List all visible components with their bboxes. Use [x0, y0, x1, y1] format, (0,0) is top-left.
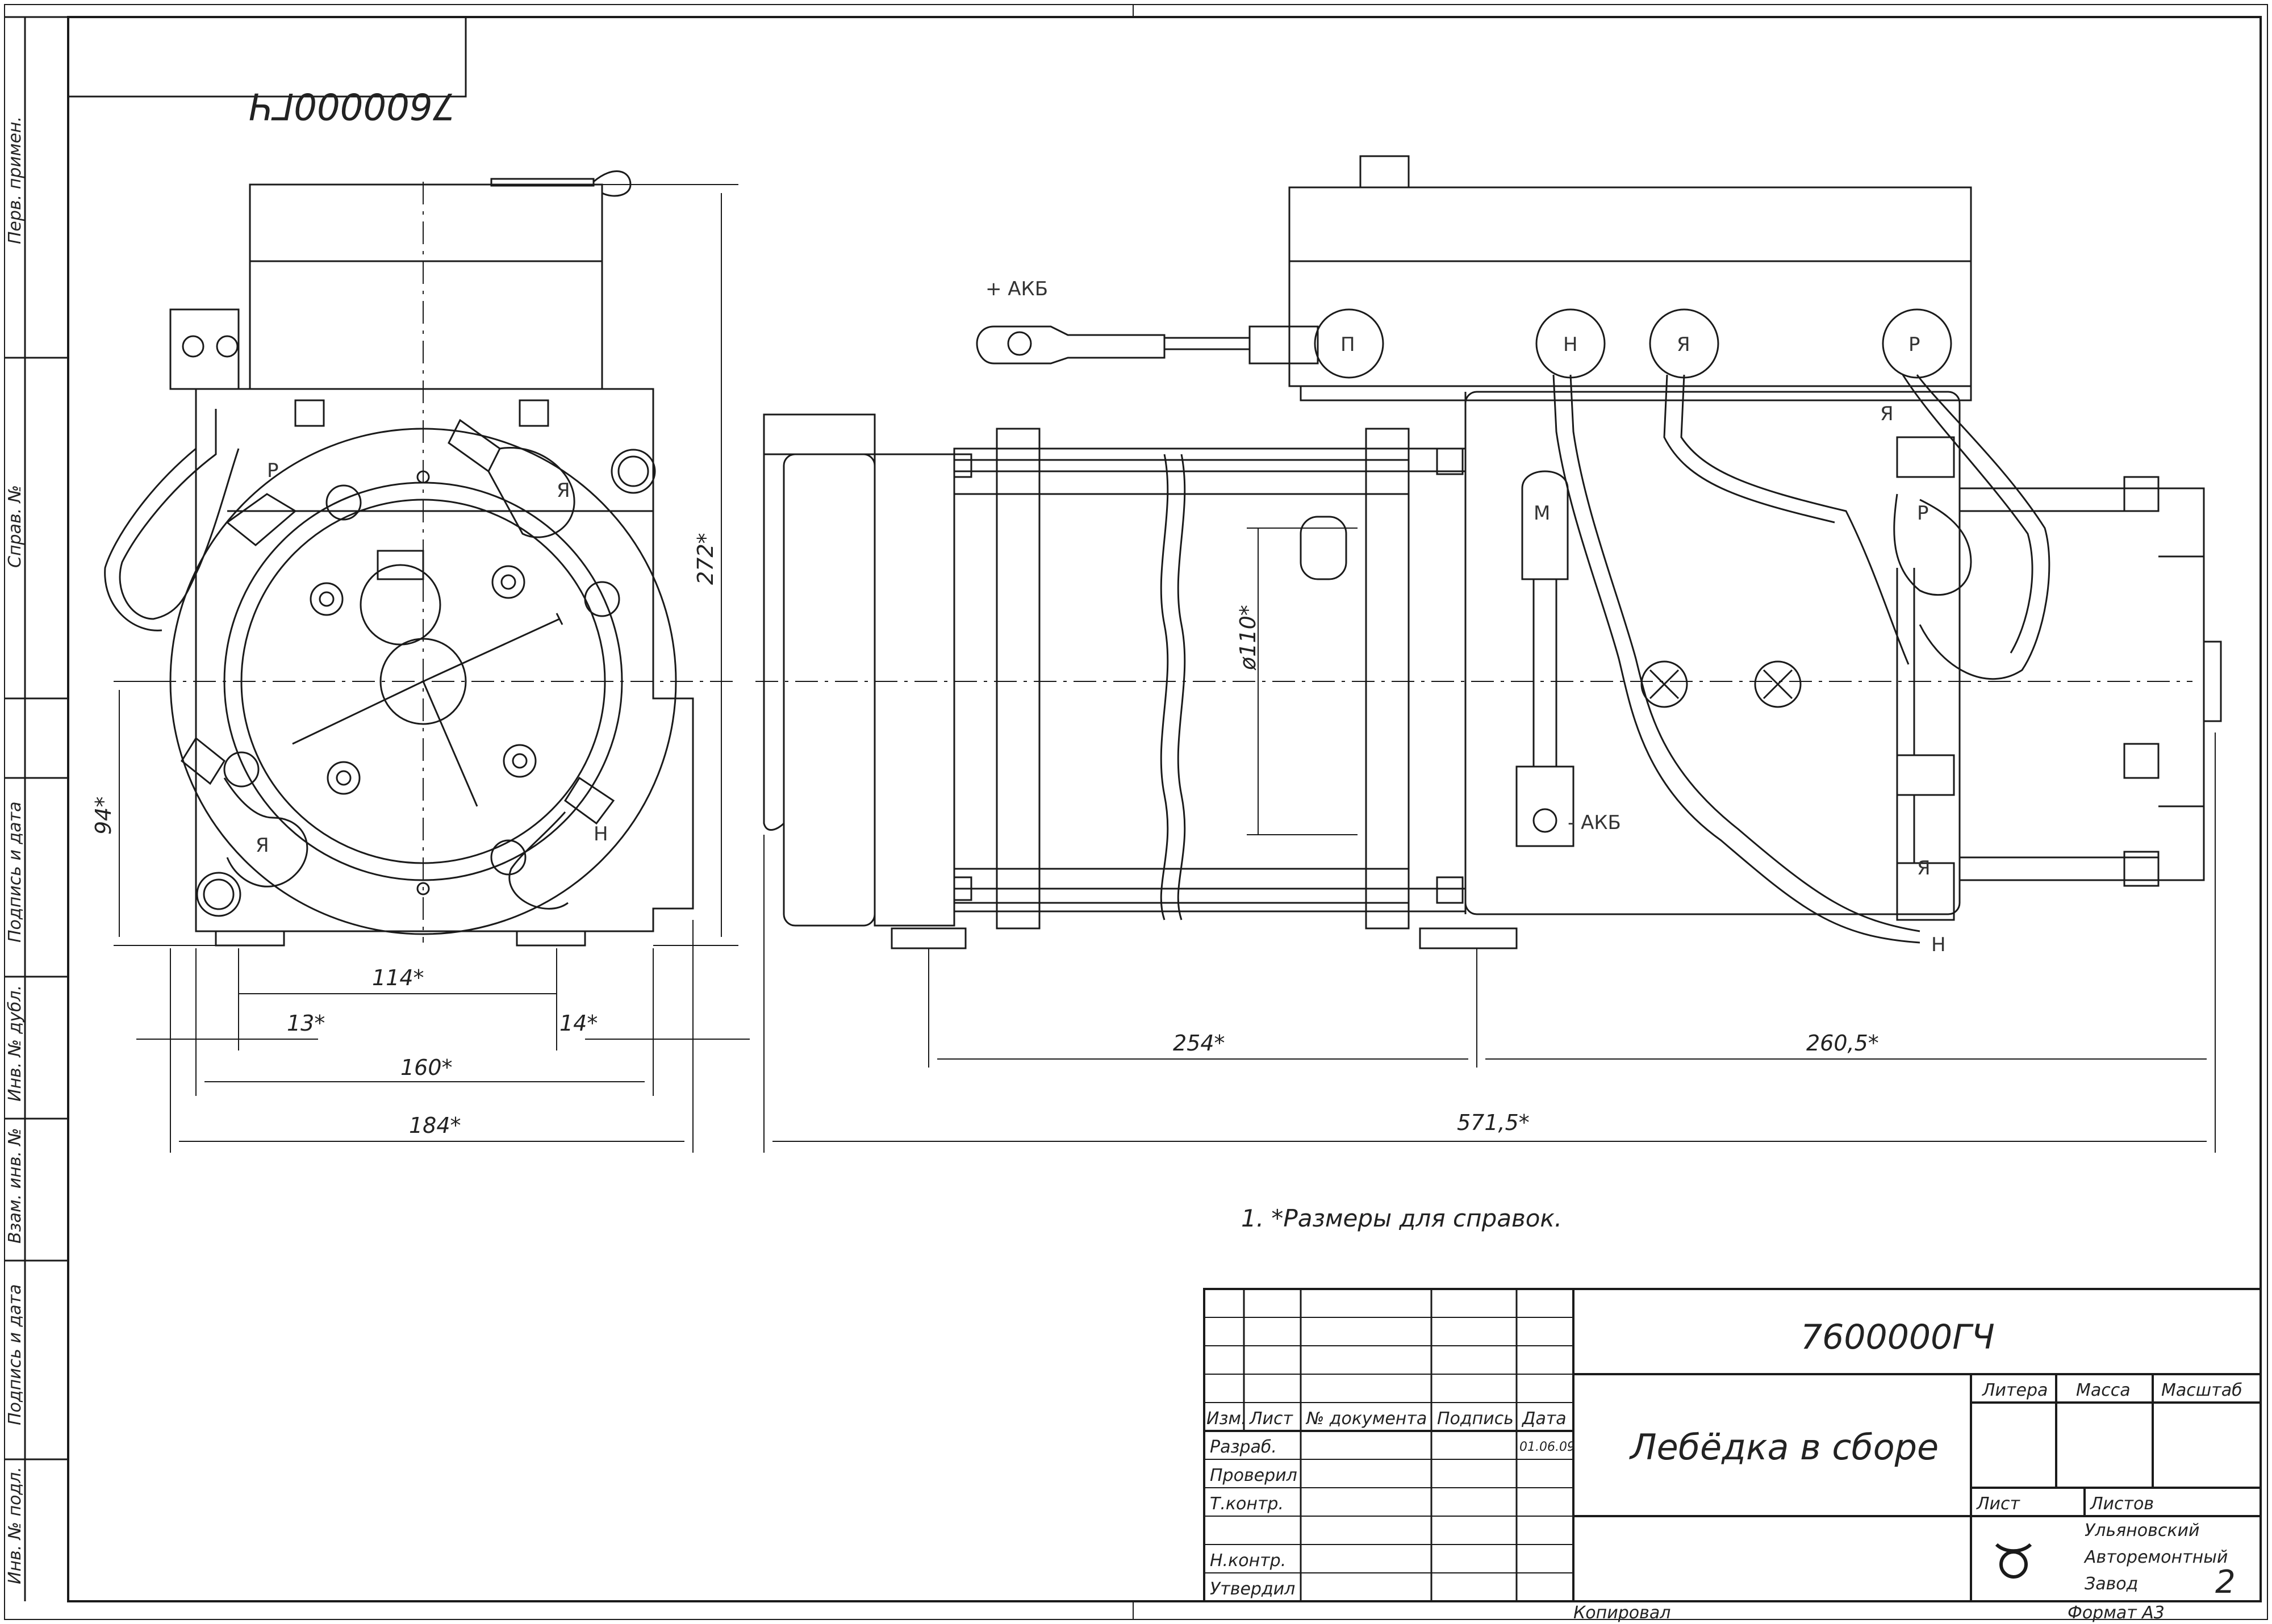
label-akb-minus: - АКБ — [1568, 811, 1621, 834]
drawing-note: 1. *Размеры для справок. — [1241, 1204, 1562, 1232]
label-terminal-ya-top: Я — [1677, 333, 1690, 356]
tb-sheet-number: 2 — [2215, 1564, 2236, 1601]
dim-254: 254* — [1173, 1031, 1225, 1056]
tb-org-line3: Завод — [2085, 1574, 2138, 1594]
label-n-right-bottom: Н — [1931, 934, 1946, 956]
stamp-podpis-2: Подпись и дата — [5, 1284, 25, 1426]
label-terminal-p: П — [1340, 333, 1355, 356]
end-view-label-ya-bottom: Я — [256, 834, 269, 857]
end-view — [104, 170, 738, 947]
tb-listov-label: Листов — [2090, 1494, 2154, 1514]
stamp-inv-podl: Инв. № подл. — [5, 1467, 25, 1584]
tb-header-list: Лист — [1249, 1409, 1294, 1429]
tb-list-label: Лист — [1976, 1494, 2021, 1514]
factory-logo — [1995, 1543, 2032, 1579]
dim-114: 114* — [372, 965, 424, 990]
dim-571-5: 571,5* — [1457, 1110, 1530, 1135]
tb-role-nkontr: Н.контр. — [1210, 1551, 1286, 1571]
dim-94: 94* — [91, 797, 116, 835]
dim-184: 184* — [409, 1113, 461, 1138]
tb-header-izm: Изм. — [1206, 1409, 1247, 1429]
title-block — [1203, 1288, 2262, 1602]
tb-massa: Масса — [2076, 1380, 2131, 1400]
tb-role-utverdil: Утвердил — [1210, 1579, 1295, 1599]
tb-masshtab: Масштаб — [2161, 1380, 2242, 1400]
end-view-label-r: Р — [267, 459, 279, 482]
end-view-dimensions — [114, 184, 750, 1153]
label-terminal-r-top: Р — [1908, 333, 1920, 356]
tb-role-tkontr: Т.контр. — [1210, 1494, 1284, 1514]
dim-160: 160* — [400, 1055, 453, 1080]
dim-14: 14* — [559, 1011, 598, 1036]
label-copied: Копировал — [1573, 1603, 1670, 1623]
tb-header-date: Дата — [1521, 1409, 1567, 1429]
label-ya-right: Я — [1880, 403, 1894, 425]
side-view — [755, 155, 2222, 949]
stamp-perv-primen: Перв. примен. — [5, 116, 25, 244]
stamp-sprav: Справ. № — [5, 485, 25, 568]
tb-org-line2: Авторемонтный — [2083, 1547, 2228, 1567]
end-view-label-n: Н — [594, 823, 608, 846]
tb-role-razrab: Разраб. — [1210, 1437, 1277, 1457]
dim-diameter-110: ø110* — [1235, 605, 1260, 671]
label-terminal-n-top: Н — [1563, 333, 1578, 356]
label-akb-plus: + АКБ — [985, 278, 1048, 300]
label-ya-right-bottom: Я — [1917, 857, 1931, 880]
label-terminal-m: М — [1534, 502, 1550, 525]
tb-role-proveril: Проверил — [1210, 1466, 1297, 1485]
label-r-right: Р — [1917, 502, 1929, 525]
dim-13: 13* — [287, 1011, 325, 1036]
stamp-vzam-inv: Взам. инв. № — [5, 1128, 25, 1244]
tb-header-sign: Подпись — [1437, 1409, 1514, 1429]
tb-litera: Литера — [1982, 1380, 2048, 1400]
stamp-podpis-1: Подпись и дата — [5, 802, 25, 943]
tb-header-doc: № документа — [1305, 1409, 1427, 1429]
label-format: Формат А3 — [2068, 1603, 2165, 1623]
dim-272: 272* — [693, 533, 718, 585]
inner-frame — [67, 16, 2262, 1602]
side-stamp: Перв. примен. Справ. № Подпись и дата Ин… — [5, 116, 25, 1584]
code-mirrored: 7600000ГЧ — [249, 85, 456, 127]
title-block-title: Лебёдка в сборе — [1629, 1426, 1939, 1468]
title-block-code: 7600000ГЧ — [1801, 1317, 1995, 1357]
tb-dev-date: 01.06.09 — [1519, 1440, 1575, 1454]
tb-org-line1: Ульяновский — [2085, 1521, 2199, 1541]
end-view-label-ya-top: Я — [557, 479, 570, 502]
side-view-dimensions — [763, 733, 2216, 1153]
stamp-inv-dubl: Инв. № дубл. — [5, 985, 25, 1102]
dim-260-5: 260,5* — [1806, 1031, 1879, 1056]
